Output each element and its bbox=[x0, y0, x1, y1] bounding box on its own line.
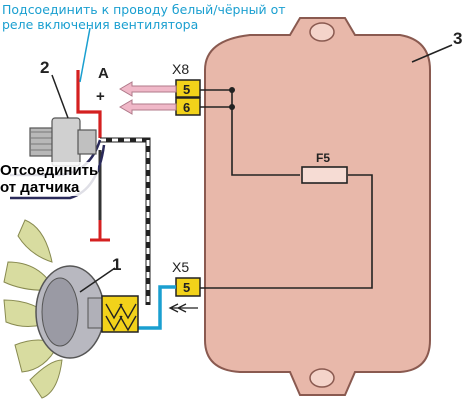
wire-red bbox=[76, 70, 102, 138]
label-fuse: F5 bbox=[316, 151, 330, 165]
annotation-pointer bbox=[79, 27, 91, 83]
input-arrows bbox=[119, 81, 177, 115]
annotation-left-line2: от датчика bbox=[0, 179, 80, 196]
cooling-fan bbox=[3, 219, 105, 399]
annotation-left-line1: Отсоединить bbox=[0, 162, 99, 179]
wire-striped bbox=[100, 137, 151, 305]
fuse-f5 bbox=[301, 166, 348, 184]
pin-5-bottom: 5 bbox=[183, 280, 190, 295]
label-part3: 3 bbox=[453, 29, 462, 48]
temperature-sensor bbox=[29, 117, 97, 167]
label-part1: 1 bbox=[112, 255, 121, 274]
pin-6: 6 bbox=[183, 100, 190, 115]
pointer-part3 bbox=[411, 44, 453, 63]
fan-connector bbox=[101, 295, 139, 333]
label-x5: X5 bbox=[172, 259, 189, 275]
annotation-top-line2: реле включения вентилятора bbox=[2, 17, 199, 32]
annotation-top: Подсоединить к проводу белый/чёрный от р… bbox=[2, 2, 286, 32]
pointer-part1 bbox=[79, 267, 116, 293]
label-terminal-a: A bbox=[98, 65, 109, 82]
pointer-part2 bbox=[51, 74, 69, 119]
label-x8: X8 bbox=[172, 61, 189, 77]
control-module bbox=[200, 17, 431, 396]
annotation-top-line1: Подсоединить к проводу белый/чёрный от bbox=[2, 2, 286, 17]
label-part2: 2 bbox=[40, 58, 49, 77]
pin-5-top: 5 bbox=[183, 82, 190, 97]
connector-symbol bbox=[168, 303, 198, 313]
wire-blue bbox=[124, 285, 176, 330]
annotation-left: Отсоединить от датчика bbox=[0, 162, 99, 196]
connector-x8 bbox=[175, 79, 201, 116]
label-plus: + bbox=[96, 88, 105, 105]
